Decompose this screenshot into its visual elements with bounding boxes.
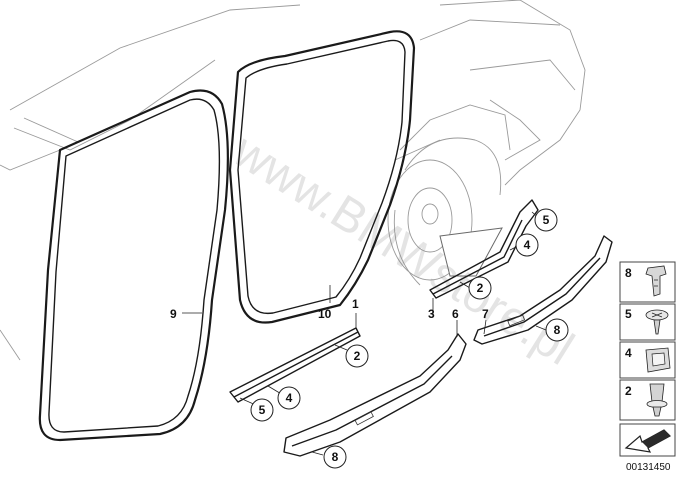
label-1: 1 xyxy=(352,297,359,311)
front-sill-trim xyxy=(283,333,467,457)
legend-label-4: 4 xyxy=(625,346,632,360)
circled-label: 4 xyxy=(277,386,301,410)
sill-strip-rear xyxy=(429,199,539,299)
expansion-rivet-icon xyxy=(646,383,668,417)
svg-text:2: 2 xyxy=(354,349,361,363)
label-3: 3 xyxy=(428,307,435,321)
label-7: 7 xyxy=(482,307,489,321)
label-10: 10 xyxy=(318,307,332,321)
circled-label: 2 xyxy=(345,344,369,368)
circled-label: 5 xyxy=(250,398,274,422)
label-9: 9 xyxy=(170,307,177,321)
legend-label-2: 2 xyxy=(625,384,632,398)
reference-number: 00131450 xyxy=(626,462,671,473)
rear-door-seal xyxy=(228,30,416,324)
car-body-outline xyxy=(0,0,586,361)
label-6: 6 xyxy=(452,307,459,321)
circled-label: 5 xyxy=(534,208,558,232)
clip-icon xyxy=(645,265,667,297)
legend-label-8: 8 xyxy=(625,266,632,280)
arrow-icon xyxy=(624,429,671,453)
svg-text:2: 2 xyxy=(477,281,484,295)
circled-label: 8 xyxy=(545,318,569,342)
fastener-legend: 8 5 4 2 00 xyxy=(619,261,676,473)
svg-text:8: 8 xyxy=(554,323,561,337)
circled-label: 2 xyxy=(468,276,492,300)
front-door-seal xyxy=(38,89,229,442)
part-labels: 9 10 1 3 6 7 xyxy=(170,297,489,321)
rear-sill-trim xyxy=(473,235,613,345)
nut-clip-icon xyxy=(645,347,671,373)
svg-text:5: 5 xyxy=(543,213,550,227)
screw-icon xyxy=(645,309,669,335)
legend-label-5: 5 xyxy=(625,307,632,321)
circled-labels: 2 4 5 2 4 5 8 8 xyxy=(250,208,569,469)
circled-label: 4 xyxy=(515,233,539,257)
svg-text:4: 4 xyxy=(524,238,531,252)
circled-label: 8 xyxy=(323,445,347,469)
svg-text:4: 4 xyxy=(286,391,293,405)
sill-strip-front xyxy=(229,327,361,403)
svg-text:8: 8 xyxy=(332,450,339,464)
svg-text:5: 5 xyxy=(259,403,266,417)
